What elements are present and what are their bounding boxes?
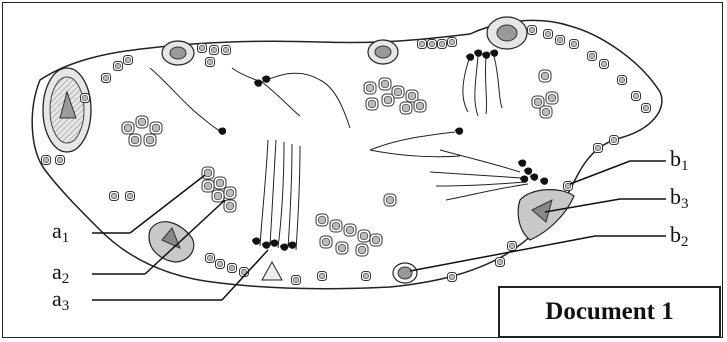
label-b1: b1 (670, 148, 689, 174)
label-b3: b3 (670, 186, 689, 212)
boundary-cell-top-2 (368, 40, 398, 64)
document-caption: Document 1 (545, 298, 673, 326)
label-a2: a2 (52, 261, 69, 287)
document-caption-box: Document 1 (498, 286, 721, 338)
large-cell-left (43, 68, 91, 152)
large-cell-top-right (487, 17, 527, 49)
sertoli-cell-b3 (518, 190, 574, 240)
cell-b2 (393, 263, 417, 283)
label-a3: a3 (52, 288, 69, 314)
label-a1: a1 (52, 220, 69, 246)
label-b2: b2 (670, 224, 689, 250)
boundary-cell-top-1 (162, 41, 194, 65)
